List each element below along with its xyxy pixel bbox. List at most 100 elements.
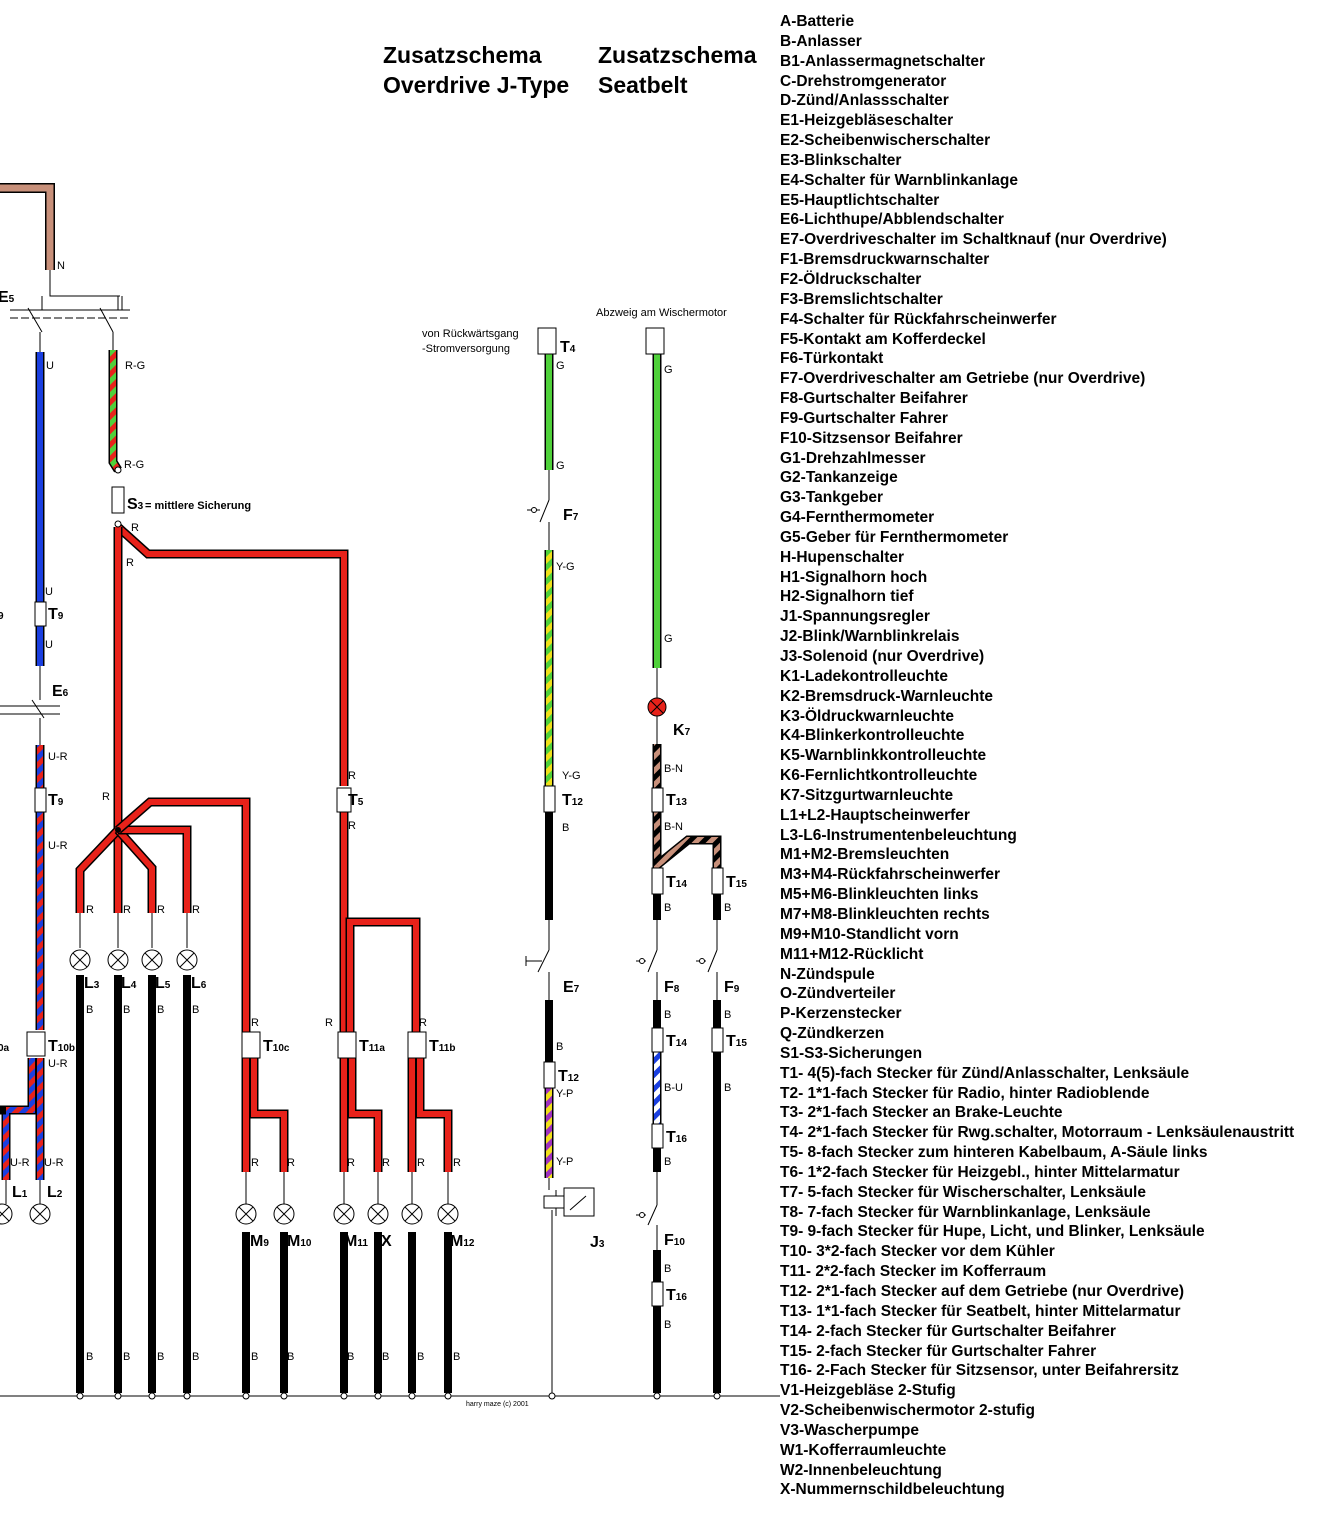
- connector-t5: [336, 787, 352, 813]
- wire-label-r: R: [348, 770, 356, 782]
- connector-t16-lower: [651, 1281, 664, 1307]
- connector-t14-upper: [651, 867, 664, 895]
- legend-item: L1+L2-Hauptscheinwerfer: [780, 806, 970, 824]
- note-wiper-branch: Abzweig am Wischermotor: [596, 307, 727, 319]
- title-overdrive-line1: Zusatzschema: [383, 42, 542, 68]
- label-t10a: 0a: [0, 1043, 10, 1054]
- title-seatbelt: Zusatzschema Seatbelt: [598, 40, 757, 100]
- wire-label-bn: B-N: [664, 821, 683, 833]
- wire-label-b: B: [86, 1004, 93, 1016]
- legend-item: N-Zündspule: [780, 965, 875, 983]
- switch-e5: [10, 270, 130, 352]
- legend-item: V2-Scheibenwischermotor 2-stufig: [780, 1402, 1035, 1420]
- legend-item: H1-Signalhorn hoch: [780, 568, 928, 586]
- legend-item: X-Nummernschildbeleuchtung: [780, 1481, 1005, 1499]
- wire-seatbelt-black: [653, 894, 721, 1393]
- legend-item: T9- 9-fach Stecker für Hupe, Licht, und …: [780, 1223, 1205, 1241]
- connector-t12-upper: [543, 785, 556, 813]
- junction-nodes: [76, 466, 721, 1400]
- legend-item: F5-Kontakt am Kofferdeckel: [780, 330, 986, 348]
- note-reverse-supply-2: -Stromversorgung: [422, 343, 510, 355]
- legend-item: T3- 2*1-fach Stecker an Brake-Leuchte: [780, 1104, 1063, 1122]
- legend-item: J3-Solenoid (nur Overdrive): [780, 648, 985, 665]
- label-t12-lower: T12: [558, 1068, 579, 1085]
- label-f10: F10: [664, 1232, 685, 1249]
- legend-item: F9-Gurtschalter Fahrer: [780, 409, 948, 427]
- lamp-m10: [273, 1203, 295, 1225]
- wire-label-yp: Y-P: [556, 1088, 573, 1100]
- wire-label-b: B: [192, 1004, 199, 1016]
- label-left-9: 9: [0, 611, 4, 622]
- wire-label-bn: B-N: [664, 763, 683, 775]
- legend-item: F10-Sitzsensor Beifahrer: [780, 429, 963, 447]
- connector-t15-lower: [711, 1027, 724, 1053]
- label-t4: T4: [560, 339, 576, 356]
- label-m10: M10: [287, 1233, 312, 1250]
- legend-item: E5-Hauptlichtschalter: [780, 191, 940, 209]
- legend-item: J1-Spannungsregler: [780, 608, 930, 626]
- legend-item: E1-Heizgebläseschalter: [780, 112, 954, 130]
- legend-item: G2-Tankanzeige: [780, 469, 898, 487]
- legend-item: K4-Blinkerkontrolleuchte: [780, 727, 965, 745]
- legend-item: T10- 3*2-fach Stecker vor dem Kühler: [780, 1243, 1055, 1261]
- label-l3: L3: [84, 975, 100, 992]
- legend-item: T2- 1*1-fach Stecker für Radio, hinter R…: [780, 1084, 1150, 1102]
- label-m12: M12: [450, 1233, 475, 1250]
- connector-t10b: [26, 1031, 46, 1057]
- wire-label-r: R: [126, 557, 134, 569]
- label-t16-upper: T16: [666, 1129, 687, 1146]
- wire-label-b: B: [157, 1351, 164, 1363]
- label-l2: L2: [47, 1184, 63, 1201]
- legend-item: G5-Geber für Fernthermometer: [780, 528, 1009, 546]
- label-t15-lower: T15: [726, 1033, 747, 1050]
- label-t9-upper: T9: [48, 606, 64, 623]
- legend-item: G3-Tankgeber: [780, 489, 884, 507]
- label-t11a: T11a: [359, 1038, 385, 1055]
- legend-item: G1-Drehzahlmesser: [780, 449, 926, 467]
- connector-t4: [537, 327, 557, 355]
- legend-item: T11- 2*2-fach Stecker im Kofferraum: [780, 1263, 1047, 1281]
- label-j3: J3: [590, 1234, 605, 1251]
- wire-label-bu: B-U: [664, 1082, 683, 1094]
- lamp-k7: [647, 697, 667, 717]
- legend-item: K3-Öldruckwarnleuchte: [780, 707, 954, 725]
- lamp-l6: [176, 949, 198, 971]
- wire-label-ur: U-R: [44, 1157, 64, 1169]
- wire-blue-red-ur: [0, 745, 45, 1180]
- legend-item: T16- 2-Fach Stecker für Sitzsensor, unte…: [780, 1362, 1179, 1380]
- legend-item: T15- 2-fach Stecker für Gurtschalter Fah…: [780, 1342, 1097, 1360]
- wire-label-b: B: [192, 1351, 199, 1363]
- title-seatbelt-line2: Seatbelt: [598, 72, 688, 98]
- lamp-m9: [235, 1203, 257, 1225]
- note-reverse-supply-1: von Rückwärtsgang: [422, 328, 519, 340]
- connector-wiper-branch: [645, 327, 665, 355]
- wire-label-ur: U-R: [48, 1058, 68, 1070]
- legend-item: V3-Wascherpumpe: [780, 1421, 919, 1439]
- label-l1: L1: [12, 1184, 28, 1201]
- label-t13: T13: [666, 792, 687, 809]
- legend-item: E4-Schalter für Warnblinkanlage: [780, 171, 1019, 189]
- wire-label-g: G: [556, 360, 565, 372]
- wire-label-r: R: [123, 904, 131, 916]
- wire-label-u: U: [45, 639, 53, 651]
- legend-item: V1-Heizgebläse 2-Stufig: [780, 1382, 956, 1400]
- legend-item: F4-Schalter für Rückfahrscheinwerfer: [780, 310, 1057, 328]
- wire-label-r: R: [251, 1017, 259, 1029]
- legend-item: T1- 4(5)-fach Stecker für Zünd/Anlasscha…: [780, 1064, 1190, 1082]
- lamp-l1: [0, 1203, 13, 1225]
- label-f8: F8: [664, 979, 680, 996]
- wire-label-g: G: [556, 460, 565, 472]
- connector-t13: [651, 787, 664, 813]
- wire-label-r: R: [382, 1157, 390, 1169]
- legend-item: K5-Warnblinkkontrolleuchte: [780, 747, 987, 765]
- wire-label-r: R: [86, 904, 94, 916]
- label-l4: L4: [121, 975, 137, 992]
- switch-e7: [525, 949, 550, 973]
- fuse-s3: [111, 486, 125, 514]
- label-m11: M11: [344, 1233, 368, 1250]
- wire-label-rg-bottom: R-G: [124, 459, 144, 471]
- label-t16-lower: T16: [666, 1287, 687, 1304]
- connector-t14-lower: [651, 1027, 664, 1053]
- label-t11b: T11b: [429, 1038, 455, 1055]
